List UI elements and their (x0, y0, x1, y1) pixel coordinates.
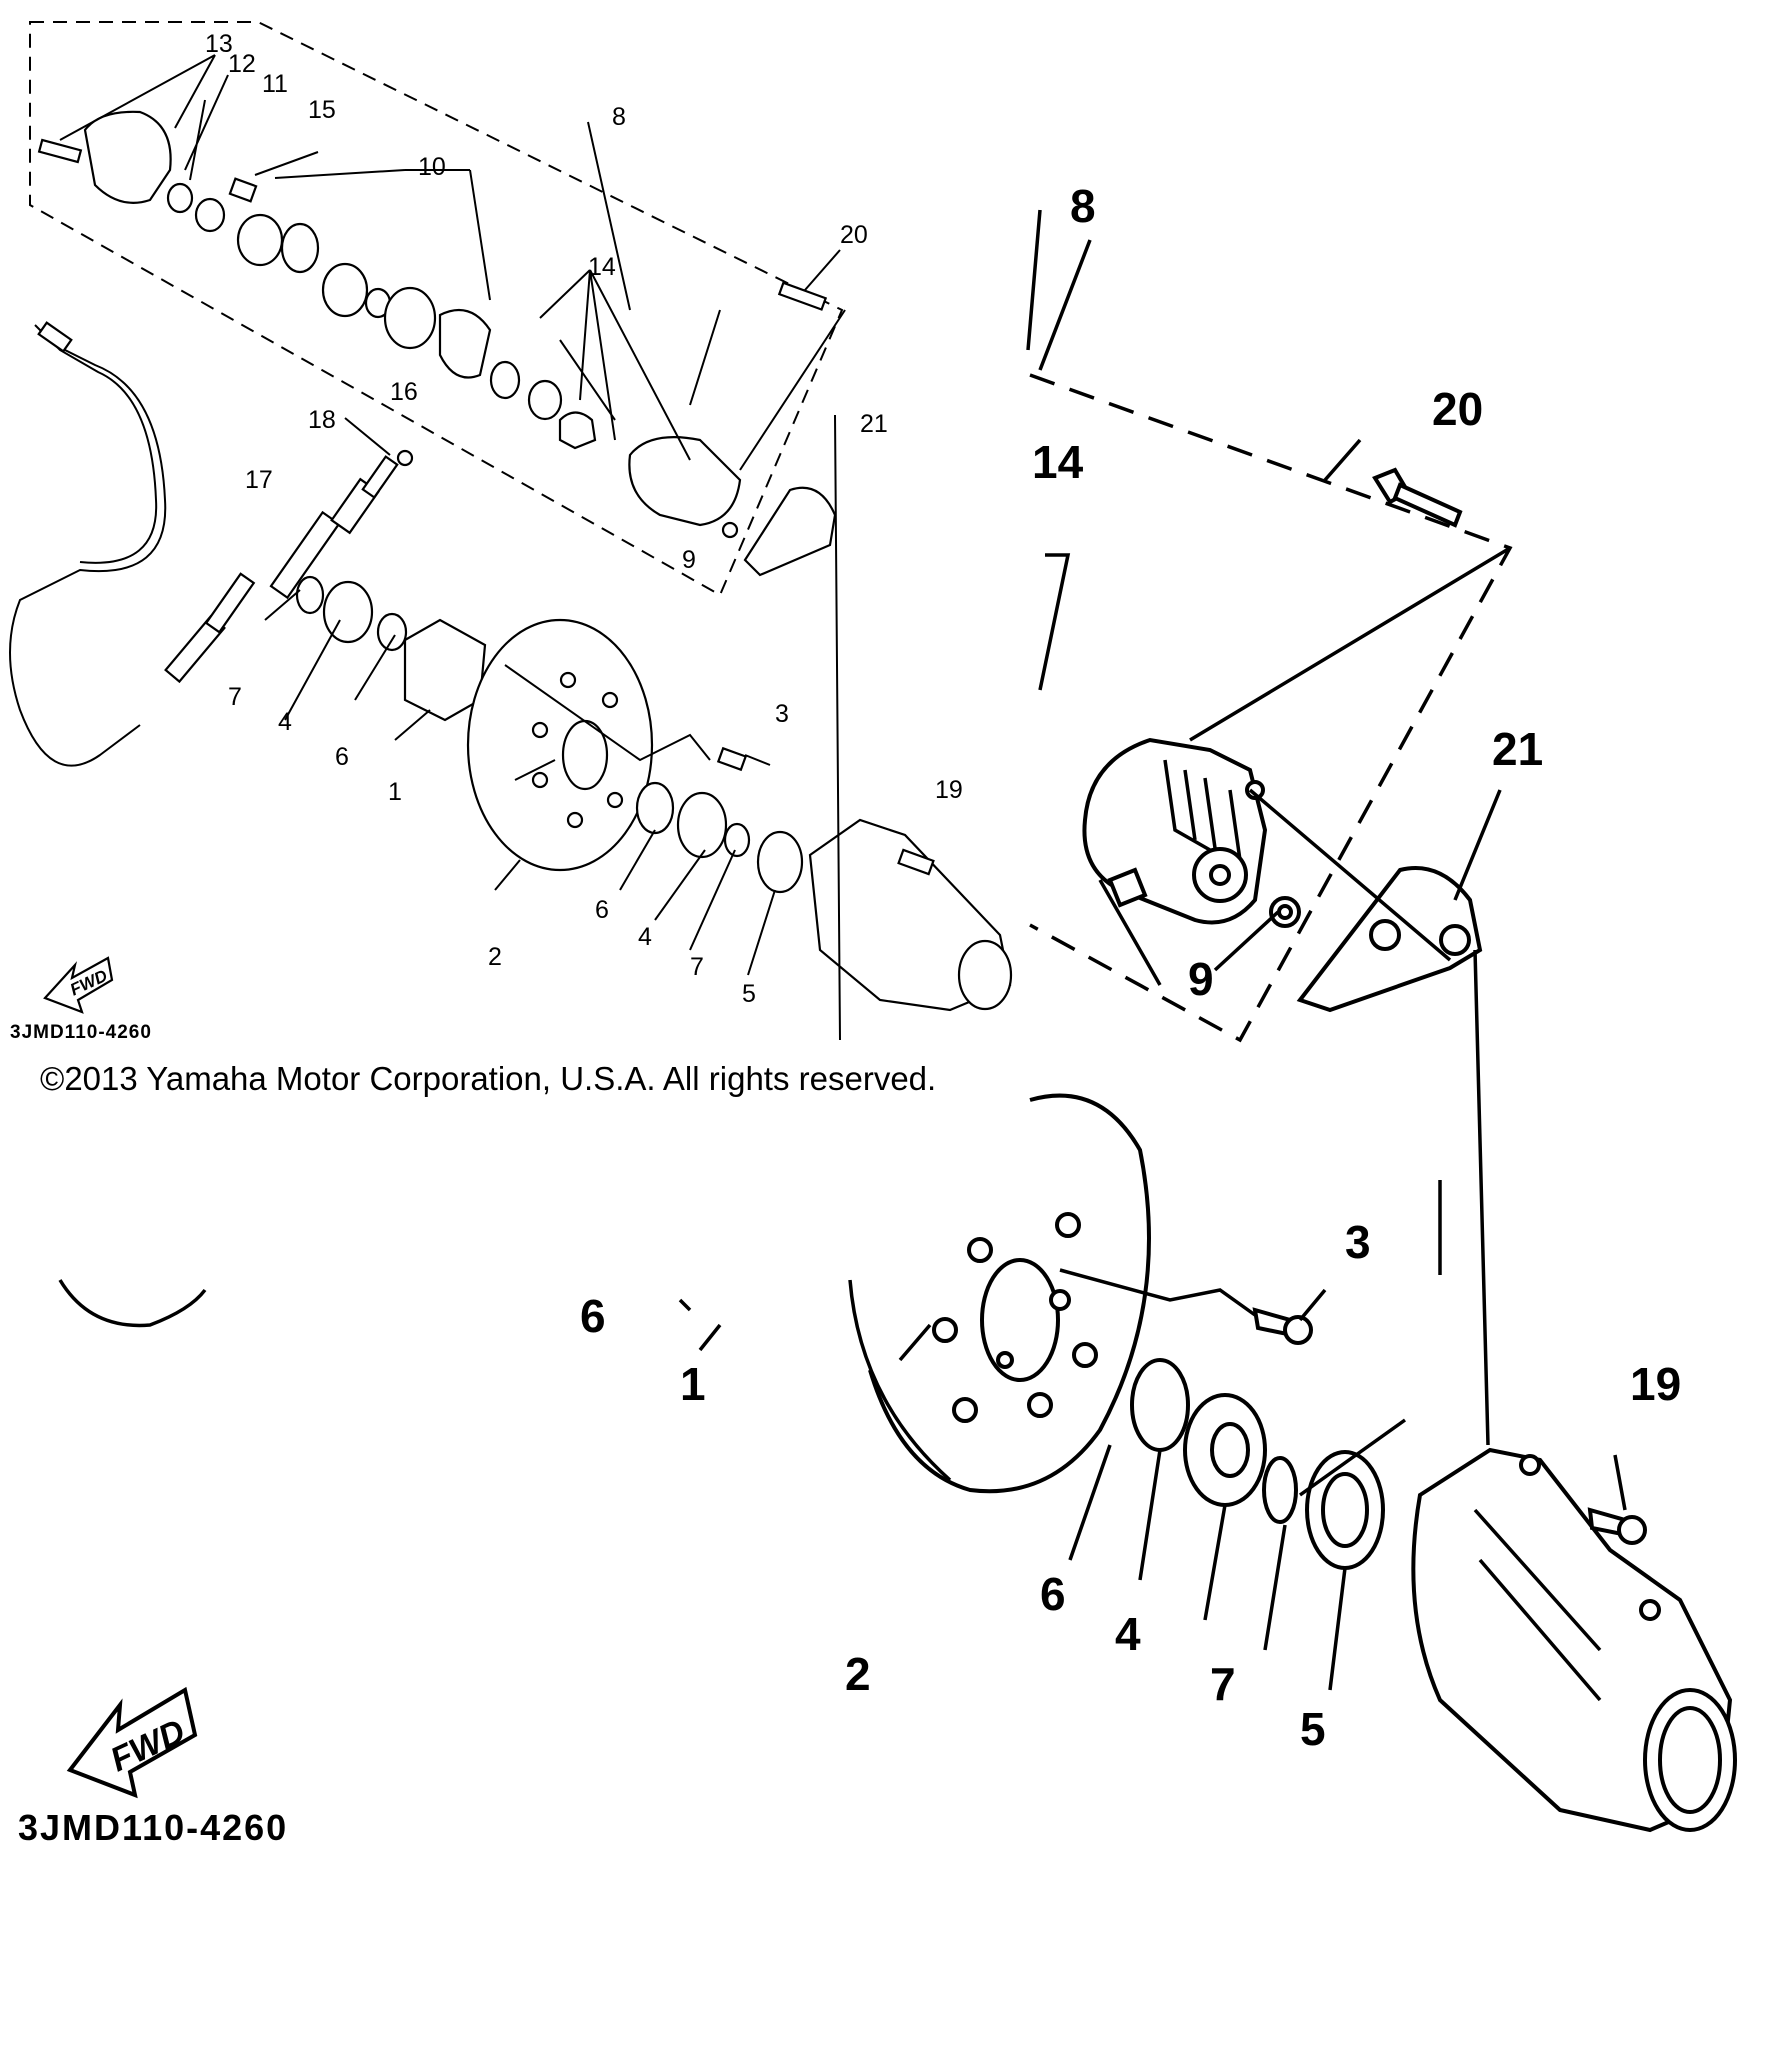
small-diagram-code: 3JMD110-4260 (10, 1022, 152, 1043)
small-label-1: 1 (388, 778, 402, 806)
large-caliper-body (1082, 737, 1268, 925)
small-label-19: 19 (935, 776, 963, 804)
small-label-6b: 6 (595, 896, 609, 924)
small-brake-disc (466, 618, 654, 872)
large-label-6b: 6 (1040, 1568, 1066, 1620)
large-view-labels: 8 14 20 21 9 3 6 1 19 6 4 7 2 5 (580, 180, 1681, 1755)
small-caliper-internals (37, 110, 597, 450)
large-label-3: 3 (1345, 1216, 1371, 1268)
small-label-12: 12 (228, 50, 256, 78)
small-label-7a: 7 (228, 683, 242, 711)
small-label-7b: 7 (690, 953, 704, 981)
large-part20-bolt (1372, 467, 1463, 528)
small-label-16: 16 (390, 378, 418, 406)
large-label-5: 5 (1300, 1703, 1326, 1755)
large-label-1: 1 (680, 1358, 706, 1410)
large-label-4: 4 (1115, 1608, 1141, 1660)
large-label-14: 14 (1032, 436, 1084, 488)
small-part20-bolt (777, 281, 828, 311)
large-part7-ring (1262, 1456, 1298, 1524)
small-fwd-arrow: FWD (43, 956, 114, 1014)
small-brake-cable (9, 321, 414, 767)
small-label-15: 15 (308, 96, 336, 124)
small-label-2: 2 (488, 943, 502, 971)
small-assembly-dashed-outline (29, 21, 844, 597)
large-assembly-dashed-outline (1029, 373, 1513, 1043)
large-diagram-code: 3JMD110-4260 (18, 1807, 288, 1848)
small-label-18: 18 (308, 406, 336, 434)
small-label-17: 17 (245, 466, 273, 494)
large-part6-ring (1130, 1358, 1190, 1452)
small-label-8: 8 (612, 103, 626, 131)
small-overview-diagram (9, 21, 1013, 1041)
small-label-3: 3 (775, 700, 789, 728)
copyright-notice: ©2013 Yamaha Motor Corporation, U.S.A. A… (40, 1060, 936, 1097)
large-label-7: 7 (1210, 1658, 1236, 1710)
small-label-6a: 6 (335, 743, 349, 771)
large-fwd-arrow: FWD (66, 1686, 198, 1799)
small-caliper-bracket (743, 486, 837, 577)
small-label-13: 13 (205, 30, 233, 58)
large-label-9: 9 (1188, 953, 1214, 1005)
large-label-19: 19 (1630, 1358, 1681, 1410)
small-label-21: 21 (860, 410, 888, 438)
small-label-4a: 4 (278, 708, 292, 736)
small-label-10: 10 (418, 153, 446, 181)
small-label-20: 20 (840, 221, 868, 249)
large-zoomed-diagram (58, 209, 1737, 1833)
small-view-labels: 13 12 11 15 8 10 20 14 16 18 21 17 9 7 4… (205, 30, 963, 1008)
large-label-21: 21 (1492, 723, 1543, 775)
small-label-4b: 4 (638, 923, 652, 951)
large-label-20: 20 (1432, 383, 1483, 435)
large-axle-housing (1411, 1447, 1737, 1833)
large-label-6a: 6 (580, 1290, 606, 1342)
small-label-11: 11 (262, 70, 288, 98)
large-label-8: 8 (1070, 180, 1096, 232)
small-part9-nut (721, 521, 739, 539)
large-label-2: 2 (845, 1648, 871, 1700)
small-caliper-body (628, 436, 742, 527)
small-label-9: 9 (682, 546, 696, 574)
small-label-5: 5 (742, 980, 756, 1008)
large-brake-disc (848, 1093, 1151, 1494)
small-label-14: 14 (588, 253, 616, 281)
